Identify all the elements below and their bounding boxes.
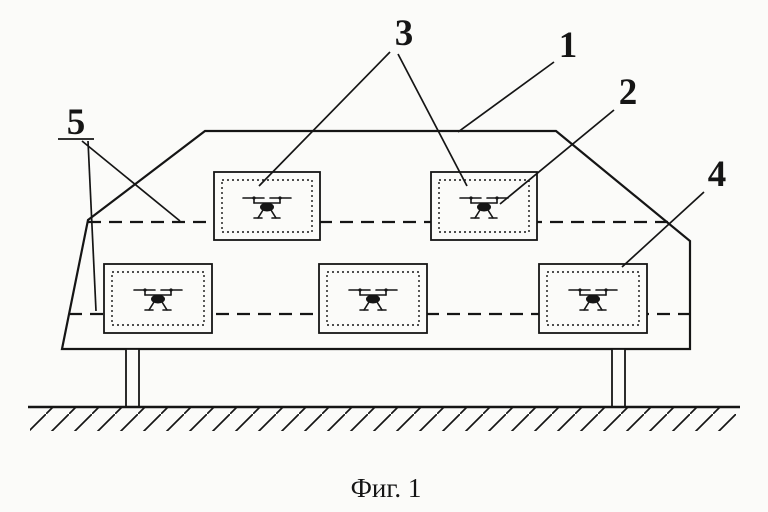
label-5: 5 xyxy=(67,102,86,143)
leader-line-1 xyxy=(457,61,555,133)
drone-box-lower-middle xyxy=(318,263,428,334)
drone-box-lower-left xyxy=(103,263,213,334)
leader-line-5-upper xyxy=(81,140,181,222)
drone-box-upper-left xyxy=(213,171,321,241)
label-1: 1 xyxy=(559,25,578,66)
label-3: 3 xyxy=(395,13,414,54)
figure-caption: Фиг. 1 xyxy=(351,473,422,503)
label-2: 2 xyxy=(619,72,638,113)
drone-box-upper-right xyxy=(430,171,538,241)
leader-line-3-left xyxy=(258,51,391,187)
label-4: 4 xyxy=(708,154,727,195)
support-leg-left xyxy=(125,348,140,408)
leader-lines xyxy=(58,51,705,312)
support-leg-right xyxy=(611,348,626,408)
leader-line-3-right xyxy=(397,53,468,187)
drone-box-lower-right xyxy=(538,263,648,334)
leader-line-5-lower xyxy=(87,140,97,312)
container-body-outline xyxy=(60,129,692,351)
leader-line-2 xyxy=(499,109,615,205)
leader-line-4 xyxy=(621,191,705,268)
ground-hatching xyxy=(30,408,736,431)
